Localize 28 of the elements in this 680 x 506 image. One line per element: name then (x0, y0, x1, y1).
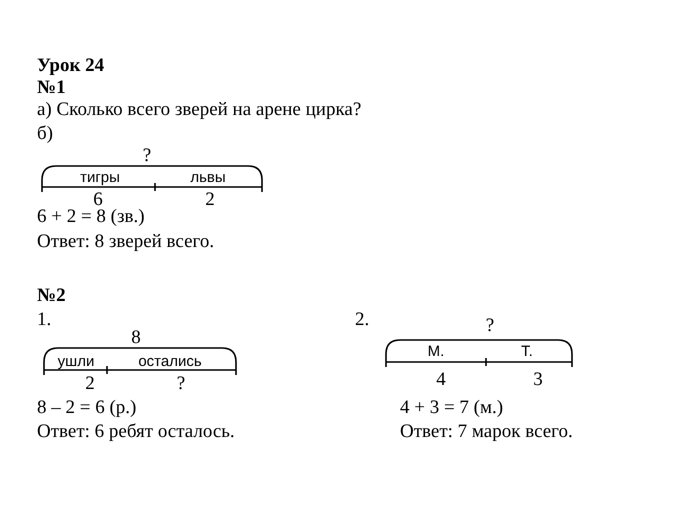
segment-value: 2 (85, 374, 95, 394)
equation: 4 + 3 = 7 (м.) (400, 398, 504, 418)
equation: 8 – 2 = 6 (р.) (37, 398, 136, 418)
segment-value: 3 (533, 370, 543, 390)
segment-label: М. (428, 344, 444, 360)
segment-label: тигры (80, 170, 120, 186)
total-value: 8 (131, 328, 141, 348)
lesson-heading: Урок 24 (37, 56, 104, 76)
unknown-mark: ? (142, 146, 152, 166)
segment-label: львы (190, 170, 226, 186)
segment-label: ушли (58, 354, 94, 370)
segment-label: остались (138, 354, 202, 370)
segment-value: 4 (436, 370, 446, 390)
answer-text: Ответ: 7 марок всего. (400, 422, 573, 442)
unknown-mark: ? (486, 316, 494, 336)
item-label: 2. (355, 310, 370, 330)
task-number: №1 (37, 78, 66, 98)
item-label: 1. (37, 310, 52, 330)
item-label: б) (37, 124, 53, 144)
question-text: а) Сколько всего зверей на арене цирка? (37, 100, 362, 120)
equation: 6 + 2 = 8 (зв.) (37, 207, 145, 227)
answer-text: Ответ: 6 ребят осталось. (37, 422, 235, 442)
segment-value: 2 (205, 190, 215, 210)
unknown-mark: ? (176, 374, 186, 394)
answer-text: Ответ: 8 зверей всего. (37, 232, 214, 252)
segment-value: 6 (93, 190, 103, 210)
task-number: №2 (37, 286, 66, 306)
segment-label: Т. (521, 344, 533, 360)
